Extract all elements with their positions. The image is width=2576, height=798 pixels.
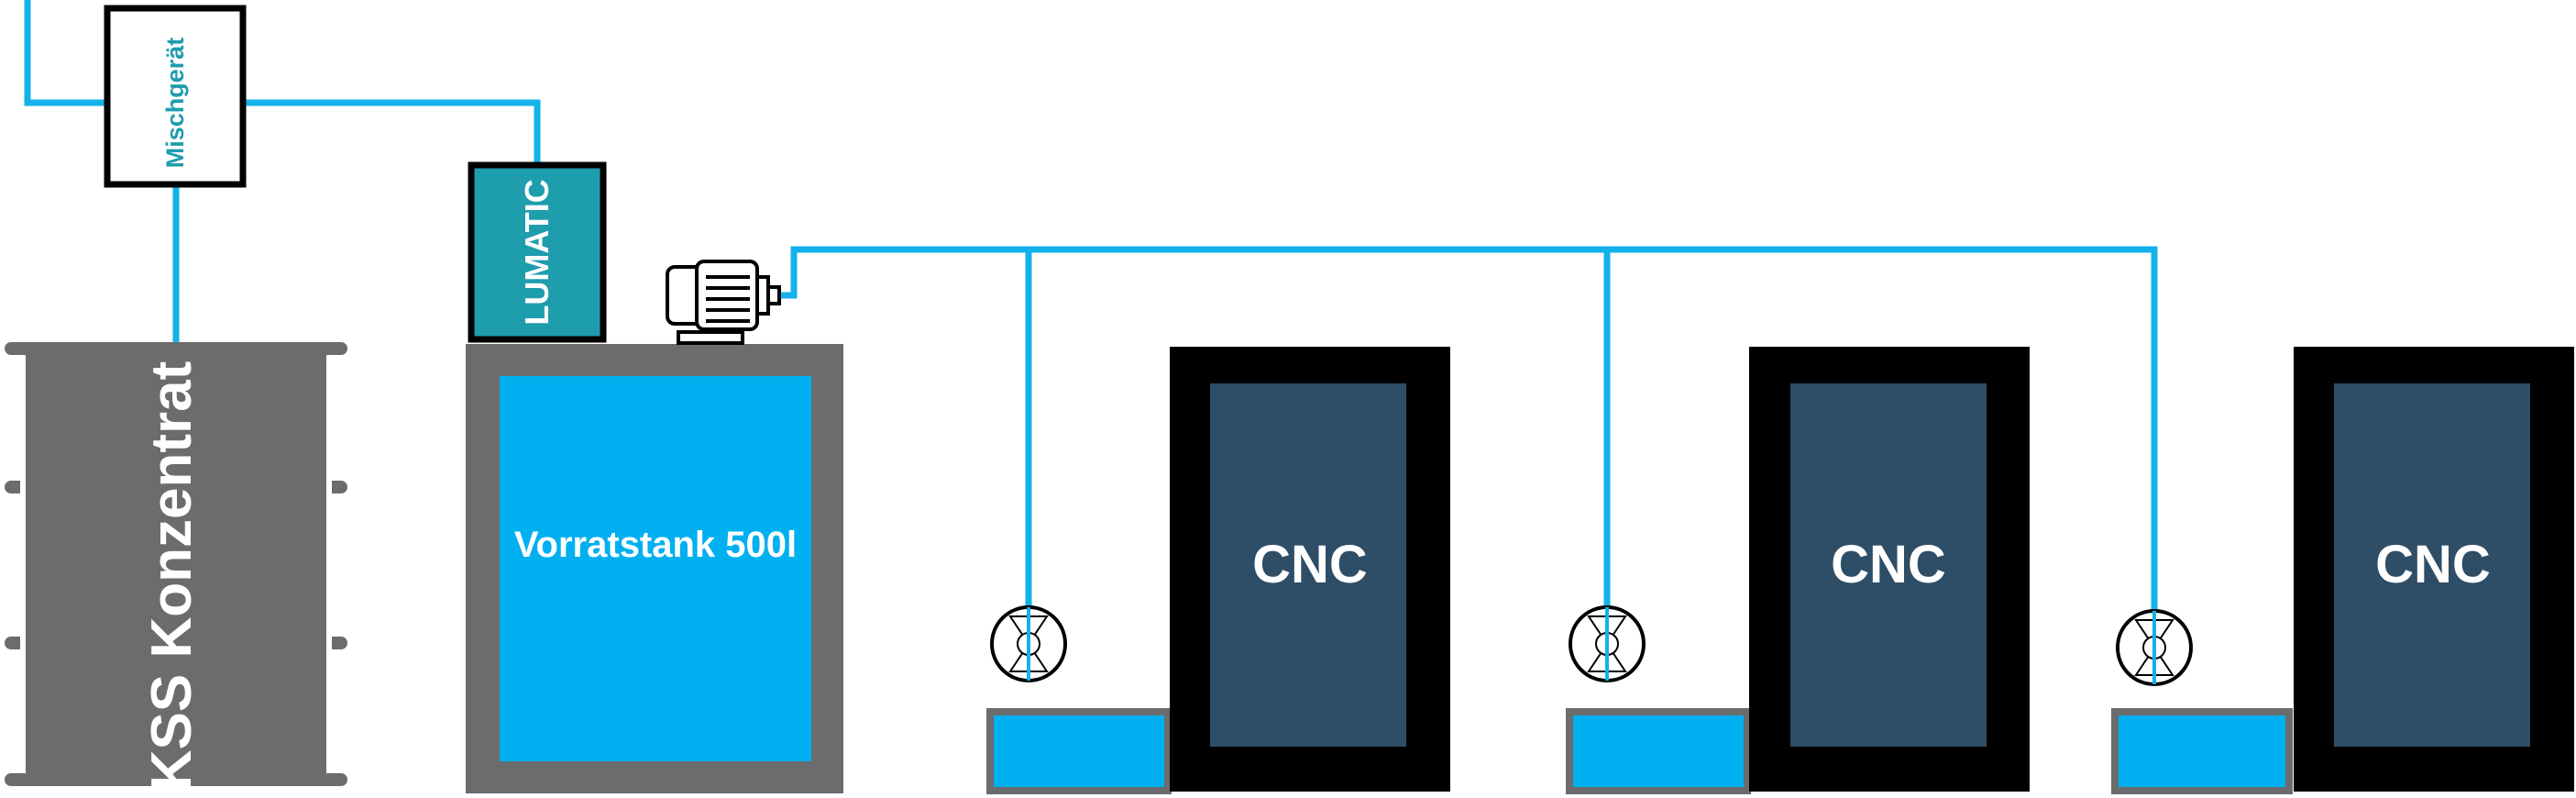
cnc-label-1: CNC xyxy=(1252,535,1368,594)
pipe-pump-outlet xyxy=(779,246,2158,624)
pipe-water-inlet xyxy=(24,0,110,106)
cnc-label-3: CNC xyxy=(2375,535,2491,594)
valve-icon xyxy=(1569,605,1646,682)
storage-tank: Vorratstank 500l xyxy=(466,344,843,793)
concentrate-barrel: KSS Konzentrat xyxy=(5,342,347,791)
lumatic-unit: LUMATIC xyxy=(468,161,607,343)
mixer-box: Mischgerät xyxy=(104,5,247,188)
cnc-machine-1: CNC xyxy=(986,347,1450,794)
mixer-label: Mischgerät xyxy=(161,38,189,169)
pipe-network xyxy=(24,0,2158,624)
cnc-label-2: CNC xyxy=(1831,535,1946,594)
pipe-mixer-to-lumatic xyxy=(243,99,541,165)
concentrate-label: KSS Konzentrat xyxy=(140,361,204,791)
pump-motor-icon xyxy=(666,260,781,345)
cnc-machine-3: CNC xyxy=(2111,347,2574,794)
cnc-machine-2: CNC xyxy=(1566,347,2030,794)
valve-icon xyxy=(990,605,1067,682)
lumatic-label: LUMATIC xyxy=(518,179,556,325)
valve-icon xyxy=(2116,609,2193,686)
storage-tank-label: Vorratstank 500l xyxy=(514,525,797,565)
